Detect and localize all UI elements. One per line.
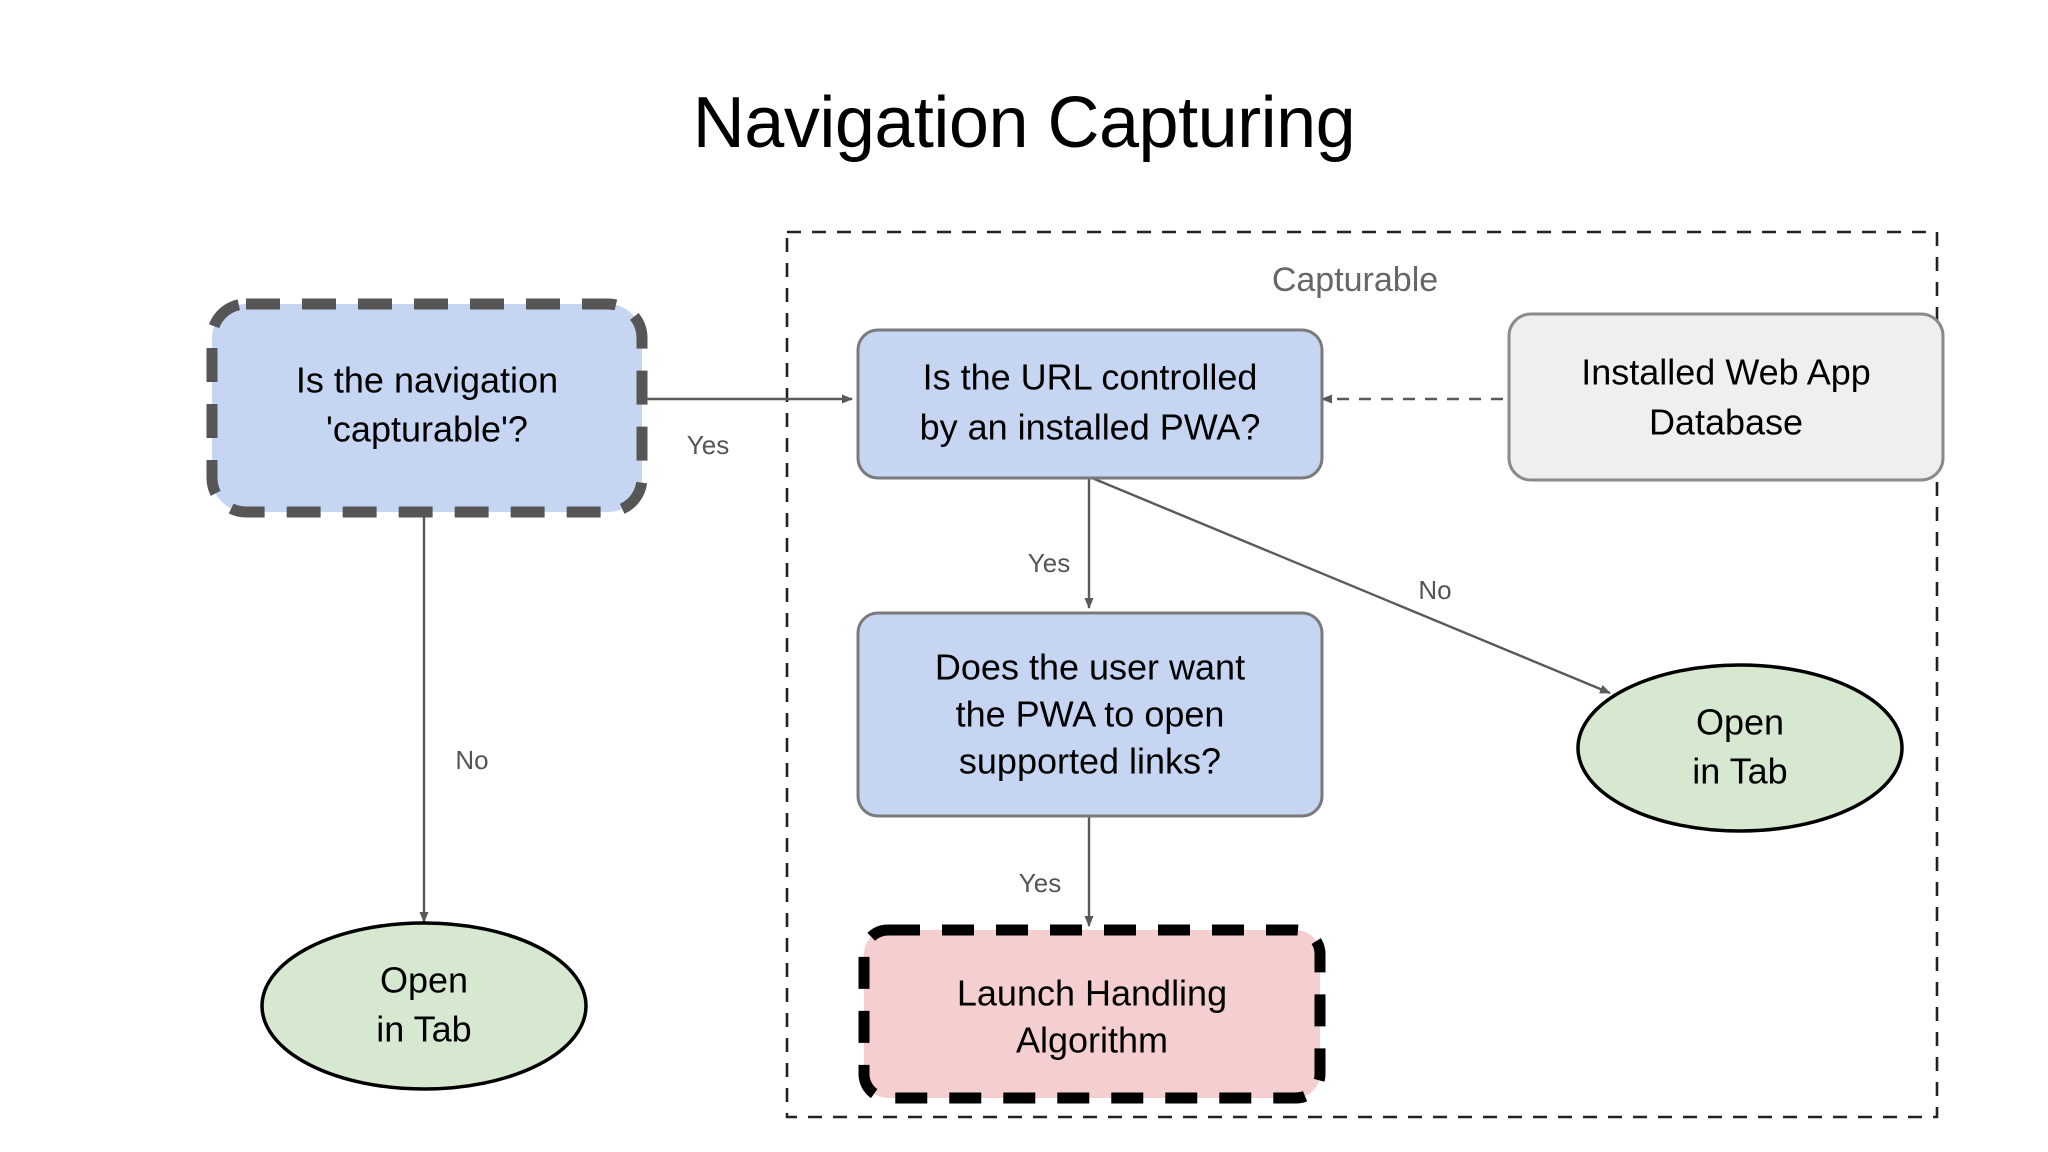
node-open-in-tab-left[interactable]: Open in Tab [260, 921, 588, 1091]
node-open-in-tab-right-line1: Open [1696, 702, 1784, 743]
edge-label-url-yes: Yes [1028, 548, 1070, 578]
node-is-capturable-line2: 'capturable'? [326, 409, 528, 450]
edge-url-to-open-tab-right [1091, 476, 1611, 695]
node-open-in-tab-right-shape [1576, 663, 1904, 833]
node-url-controlled[interactable]: Is the URL controlled by an installed PW… [856, 328, 1324, 480]
node-open-in-tab-right[interactable]: Open in Tab [1576, 663, 1904, 833]
node-open-in-tab-left-line1: Open [380, 960, 468, 1001]
node-installed-web-app-database[interactable]: Installed Web App Database [1507, 312, 1945, 482]
node-launch-handling-line1: Launch Handling [957, 973, 1227, 1014]
node-launch-handling-algorithm[interactable]: Launch Handling Algorithm [858, 924, 1326, 1104]
node-installed-db-line1: Installed Web App [1581, 352, 1871, 393]
page-title: Navigation Capturing [693, 83, 1355, 163]
edge-label-capturable-no: No [455, 745, 488, 775]
node-is-capturable-line1: Is the navigation [296, 360, 558, 401]
node-url-controlled-line1: Is the URL controlled [923, 357, 1258, 398]
capturable-group-box [785, 230, 1939, 1119]
node-installed-db-line2: Database [1649, 402, 1803, 443]
node-launch-handling-shape [858, 924, 1326, 1104]
node-installed-web-app-database-shape [1507, 312, 1945, 482]
node-user-want-line3: supported links? [959, 741, 1221, 782]
edge-label-user-yes: Yes [1019, 868, 1061, 898]
node-is-capturable[interactable]: Is the navigation 'capturable'? [206, 298, 648, 518]
edge-label-url-no: No [1418, 575, 1451, 605]
node-user-want-pwa-shape [856, 611, 1324, 818]
node-open-in-tab-left-line2: in Tab [376, 1009, 471, 1050]
node-open-in-tab-left-shape [260, 921, 588, 1091]
node-launch-handling-line2: Algorithm [1016, 1020, 1168, 1061]
edge-label-capturable-yes: Yes [687, 430, 729, 460]
node-user-want-line1: Does the user want [935, 647, 1245, 688]
capturable-group-label: Capturable [1272, 261, 1438, 299]
node-open-in-tab-right-line2: in Tab [1692, 751, 1787, 792]
node-user-want-pwa[interactable]: Does the user want the PWA to open suppo… [856, 611, 1324, 818]
node-is-capturable-shape [206, 298, 648, 518]
node-url-controlled-shape [856, 328, 1324, 480]
node-url-controlled-line2: by an installed PWA? [920, 407, 1261, 448]
node-user-want-line2: the PWA to open [956, 694, 1225, 735]
